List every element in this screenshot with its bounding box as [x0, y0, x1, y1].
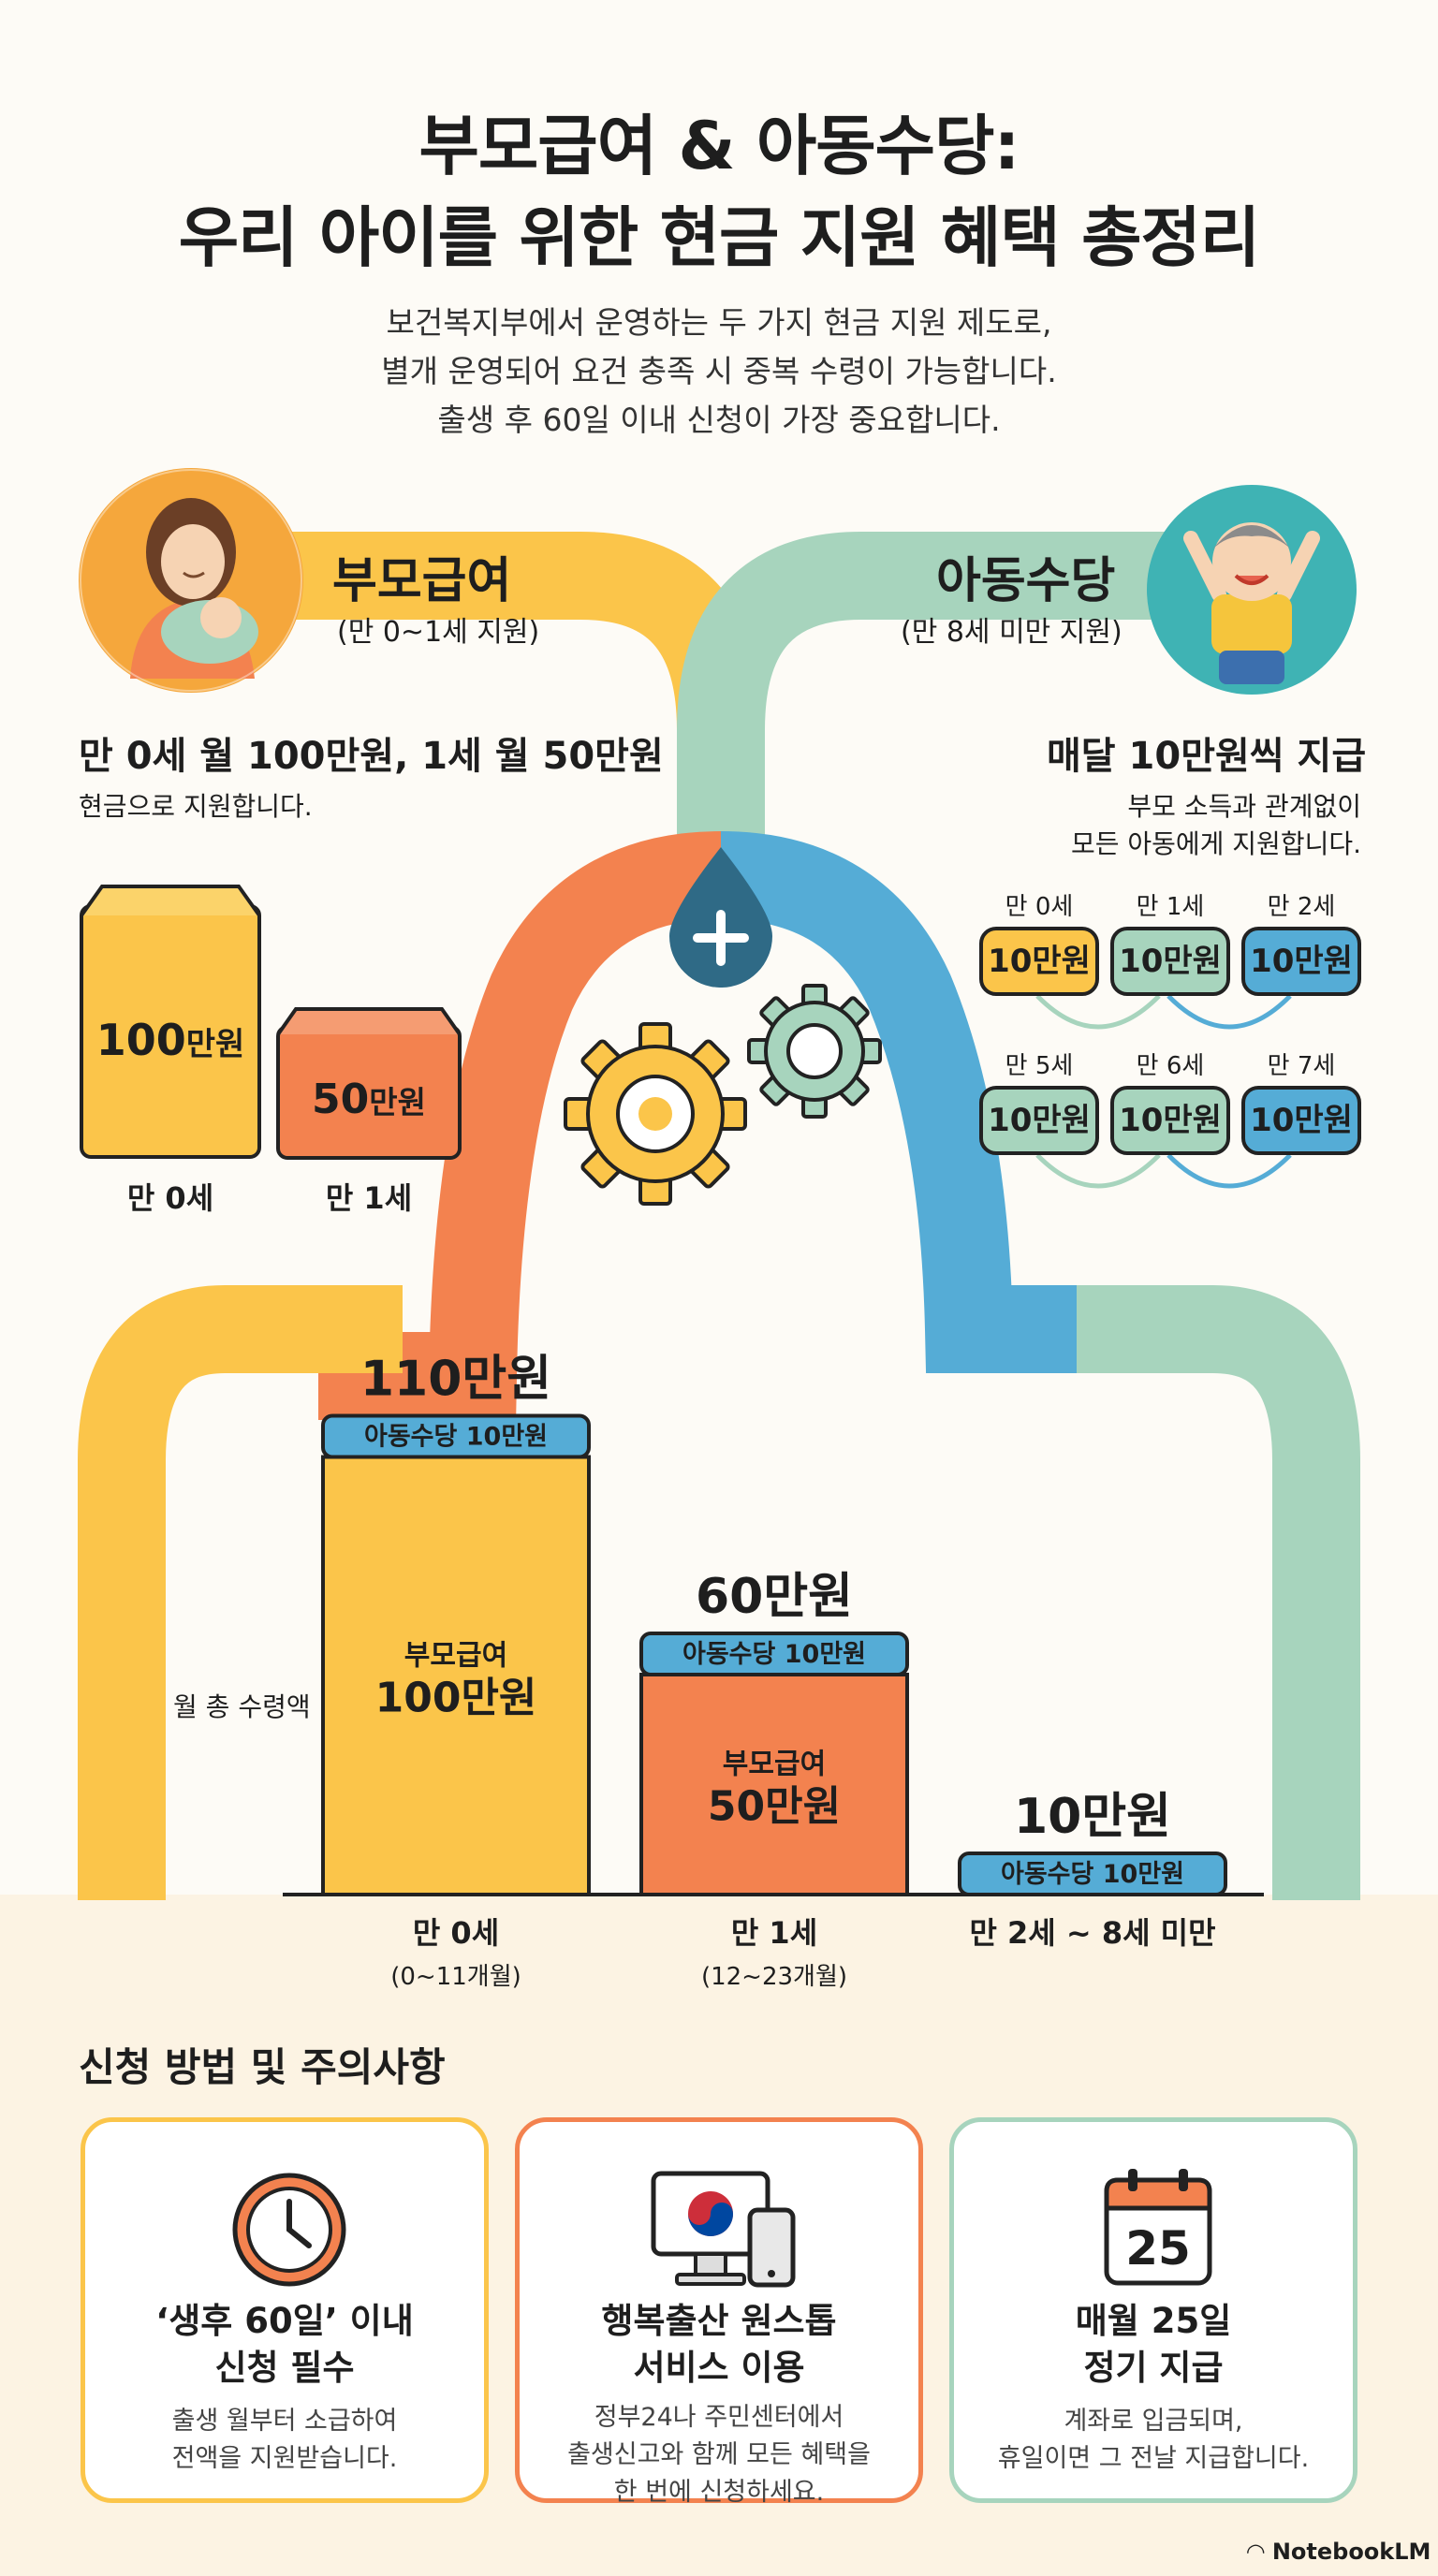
x-tick-label: 만 1세	[731, 1915, 817, 1951]
card-desc-line: 출생 월부터 소급하여	[171, 2407, 398, 2436]
page-title-line2: 우리 아이를 위한 현금 지원 혜택 총정리	[178, 199, 1261, 276]
card-desc-line: 전액을 지원받습니다.	[171, 2444, 398, 2473]
parent-benefit-bar-value: 50만원	[708, 1783, 841, 1831]
ribbon-blue	[720, 831, 1077, 1373]
apply-heading: 신청 방법 및 주의사항	[79, 2044, 446, 2090]
parent-benefit-bar-label: 부모급여	[723, 1749, 826, 1781]
ribbon-green-right	[1077, 1285, 1360, 1900]
footer-brand: ◠ NotebookLM	[1247, 2539, 1431, 2565]
pill-age-label: 만 0세	[1005, 893, 1074, 921]
card-title-line: ‘생후 60일’ 이내	[155, 2301, 414, 2341]
x-tick-label: 만 2세 ~ 8세 미만	[969, 1915, 1215, 1951]
subtitle-line3: 출생 후 60일 이내 신청이 가장 중요합니다.	[437, 402, 1001, 438]
card-payday: 25 매월 25일 정기 지급 계좌로 입금되며, 휴일이면 그 전날 지급합니…	[949, 2117, 1357, 2503]
envelope-age0: 100만원	[79, 884, 262, 1161]
pill-age-label: 만 2세	[1267, 893, 1336, 921]
allowance-pill: 10만원	[979, 927, 1099, 996]
plus-drop-icon	[669, 847, 772, 988]
allowance-pill: 10만원	[1110, 927, 1230, 996]
parent-benefit-scope: (만 0~1세 지원)	[337, 616, 540, 649]
subtitle-line2: 별개 운영되어 요건 충족 시 중복 수령이 가능합니다.	[381, 353, 1057, 389]
card-onestop: 행복출산 원스톱 서비스 이용 정부24나 주민센터에서 출생신고와 함께 모든…	[515, 2117, 923, 2507]
x-tick-sublabel: (12~23개월)	[701, 1963, 847, 1991]
card-title-line: 신청 필수	[214, 2348, 355, 2388]
card-desc-line: 출생신고와 함께 모든 혜택을	[567, 2440, 871, 2469]
child-allowance-bar	[321, 1413, 591, 1459]
child-allowance-desc-line2: 모든 아동에게 지원합니다.	[1070, 828, 1361, 859]
notebooklm-logo-icon: ◠	[1247, 2539, 1272, 2565]
bar-total-label: 110만원	[360, 1352, 551, 1408]
page-title-line1: 부모급여 & 아동수당:	[418, 108, 1020, 184]
ribbon-yellow-left	[78, 1285, 403, 1900]
subtitle-line1: 보건복지부에서 운영하는 두 가지 현금 지원 제도로,	[386, 304, 1052, 341]
ribbon-orange	[318, 831, 722, 1420]
parent-benefit-bar	[639, 1673, 909, 1896]
chart-ylabel: 월 총 수령액	[173, 1691, 311, 1722]
card-desc-line: 계좌로 입금되며,	[1064, 2407, 1243, 2436]
pill-age-label: 만 1세	[1136, 893, 1205, 921]
card-title-line: 정기 지급	[1083, 2348, 1224, 2388]
child-allowance-bar-label: 아동수당 10만원	[1001, 1860, 1184, 1889]
calendar-day: 25	[1125, 2221, 1191, 2276]
card-desc-line: 정부24나 주민센터에서	[594, 2403, 844, 2432]
pill-age-label: 만 5세	[1005, 1052, 1074, 1080]
child-allowance-bar-label: 아동수당 10만원	[682, 1640, 866, 1669]
parent-benefit-name: 부모급여	[332, 553, 512, 609]
card-title-line: 서비스 이용	[633, 2348, 805, 2388]
child-allowance-desc-line1: 부모 소득과 관계없이	[1127, 791, 1361, 822]
card-deadline: ‘생후 60일’ 이내 신청 필수 출생 월부터 소급하여 전액을 지원받습니다…	[81, 2117, 489, 2503]
child-illustration	[1144, 482, 1359, 697]
pill-age-label: 만 6세	[1136, 1052, 1205, 1080]
x-tick-sublabel: (0~11개월)	[390, 1963, 521, 1991]
gear-large-icon	[564, 1022, 747, 1206]
child-allowance-bar	[639, 1632, 909, 1676]
parent-benefit-desc: 현금으로 지원합니다.	[79, 791, 313, 822]
envelope-age0-unit: 만원	[185, 1026, 245, 1063]
pill-age-label: 만 7세	[1267, 1052, 1336, 1080]
calendar-icon	[1104, 2169, 1212, 2286]
parent-benefit-headline: 만 0세 월 100만원, 1세 월 50만원	[79, 735, 664, 778]
allowance-pill: 10만원	[1110, 1086, 1230, 1155]
gear-small-icon	[747, 984, 882, 1119]
envelope-age0-label: 만 0세	[126, 1180, 214, 1216]
footer-brand-text: NotebookLM	[1271, 2539, 1431, 2565]
card-title-line: 매월 25일	[1075, 2301, 1232, 2341]
envelope-age1-unit: 만원	[369, 1084, 426, 1120]
ribbon-green-top	[677, 532, 1208, 871]
parent-benefit-bar	[321, 1455, 591, 1896]
envelope-age0-amount: 100	[95, 1015, 186, 1065]
card-title-line: 행복출산 원스톱	[601, 2301, 837, 2341]
envelope-age1-amount: 50	[312, 1076, 370, 1123]
parent-benefit-bar-value: 100만원	[375, 1674, 537, 1721]
envelope-age1: 50만원	[275, 1006, 462, 1162]
child-allowance-bar	[958, 1852, 1227, 1896]
allowance-pill: 10만원	[979, 1086, 1099, 1155]
allowance-pill: 10만원	[1241, 927, 1361, 996]
envelope-age1-label: 만 1세	[325, 1180, 413, 1216]
child-allowance-headline: 매달 10만원씩 지급	[1047, 735, 1367, 778]
bar-total-label: 10만원	[1014, 1789, 1171, 1845]
child-allowance-bar-label: 아동수당 10만원	[364, 1423, 548, 1452]
child-allowance-scope: (만 8세 미만 지원)	[901, 616, 1123, 649]
card-desc-line: 한 번에 신청하세요.	[613, 2478, 825, 2507]
mother-baby-illustration	[79, 468, 303, 693]
parent-benefit-bar-label: 부모급여	[404, 1639, 507, 1672]
computer-phone-icon	[651, 2171, 796, 2288]
bar-total-label: 60만원	[696, 1569, 853, 1625]
card-desc-line: 휴일이면 그 전날 지급합니다.	[997, 2444, 1310, 2473]
clock-icon	[232, 2173, 346, 2287]
x-tick-label: 만 0세	[413, 1915, 499, 1951]
child-allowance-name: 아동수당	[936, 553, 1116, 609]
allowance-pill: 10만원	[1241, 1086, 1361, 1155]
